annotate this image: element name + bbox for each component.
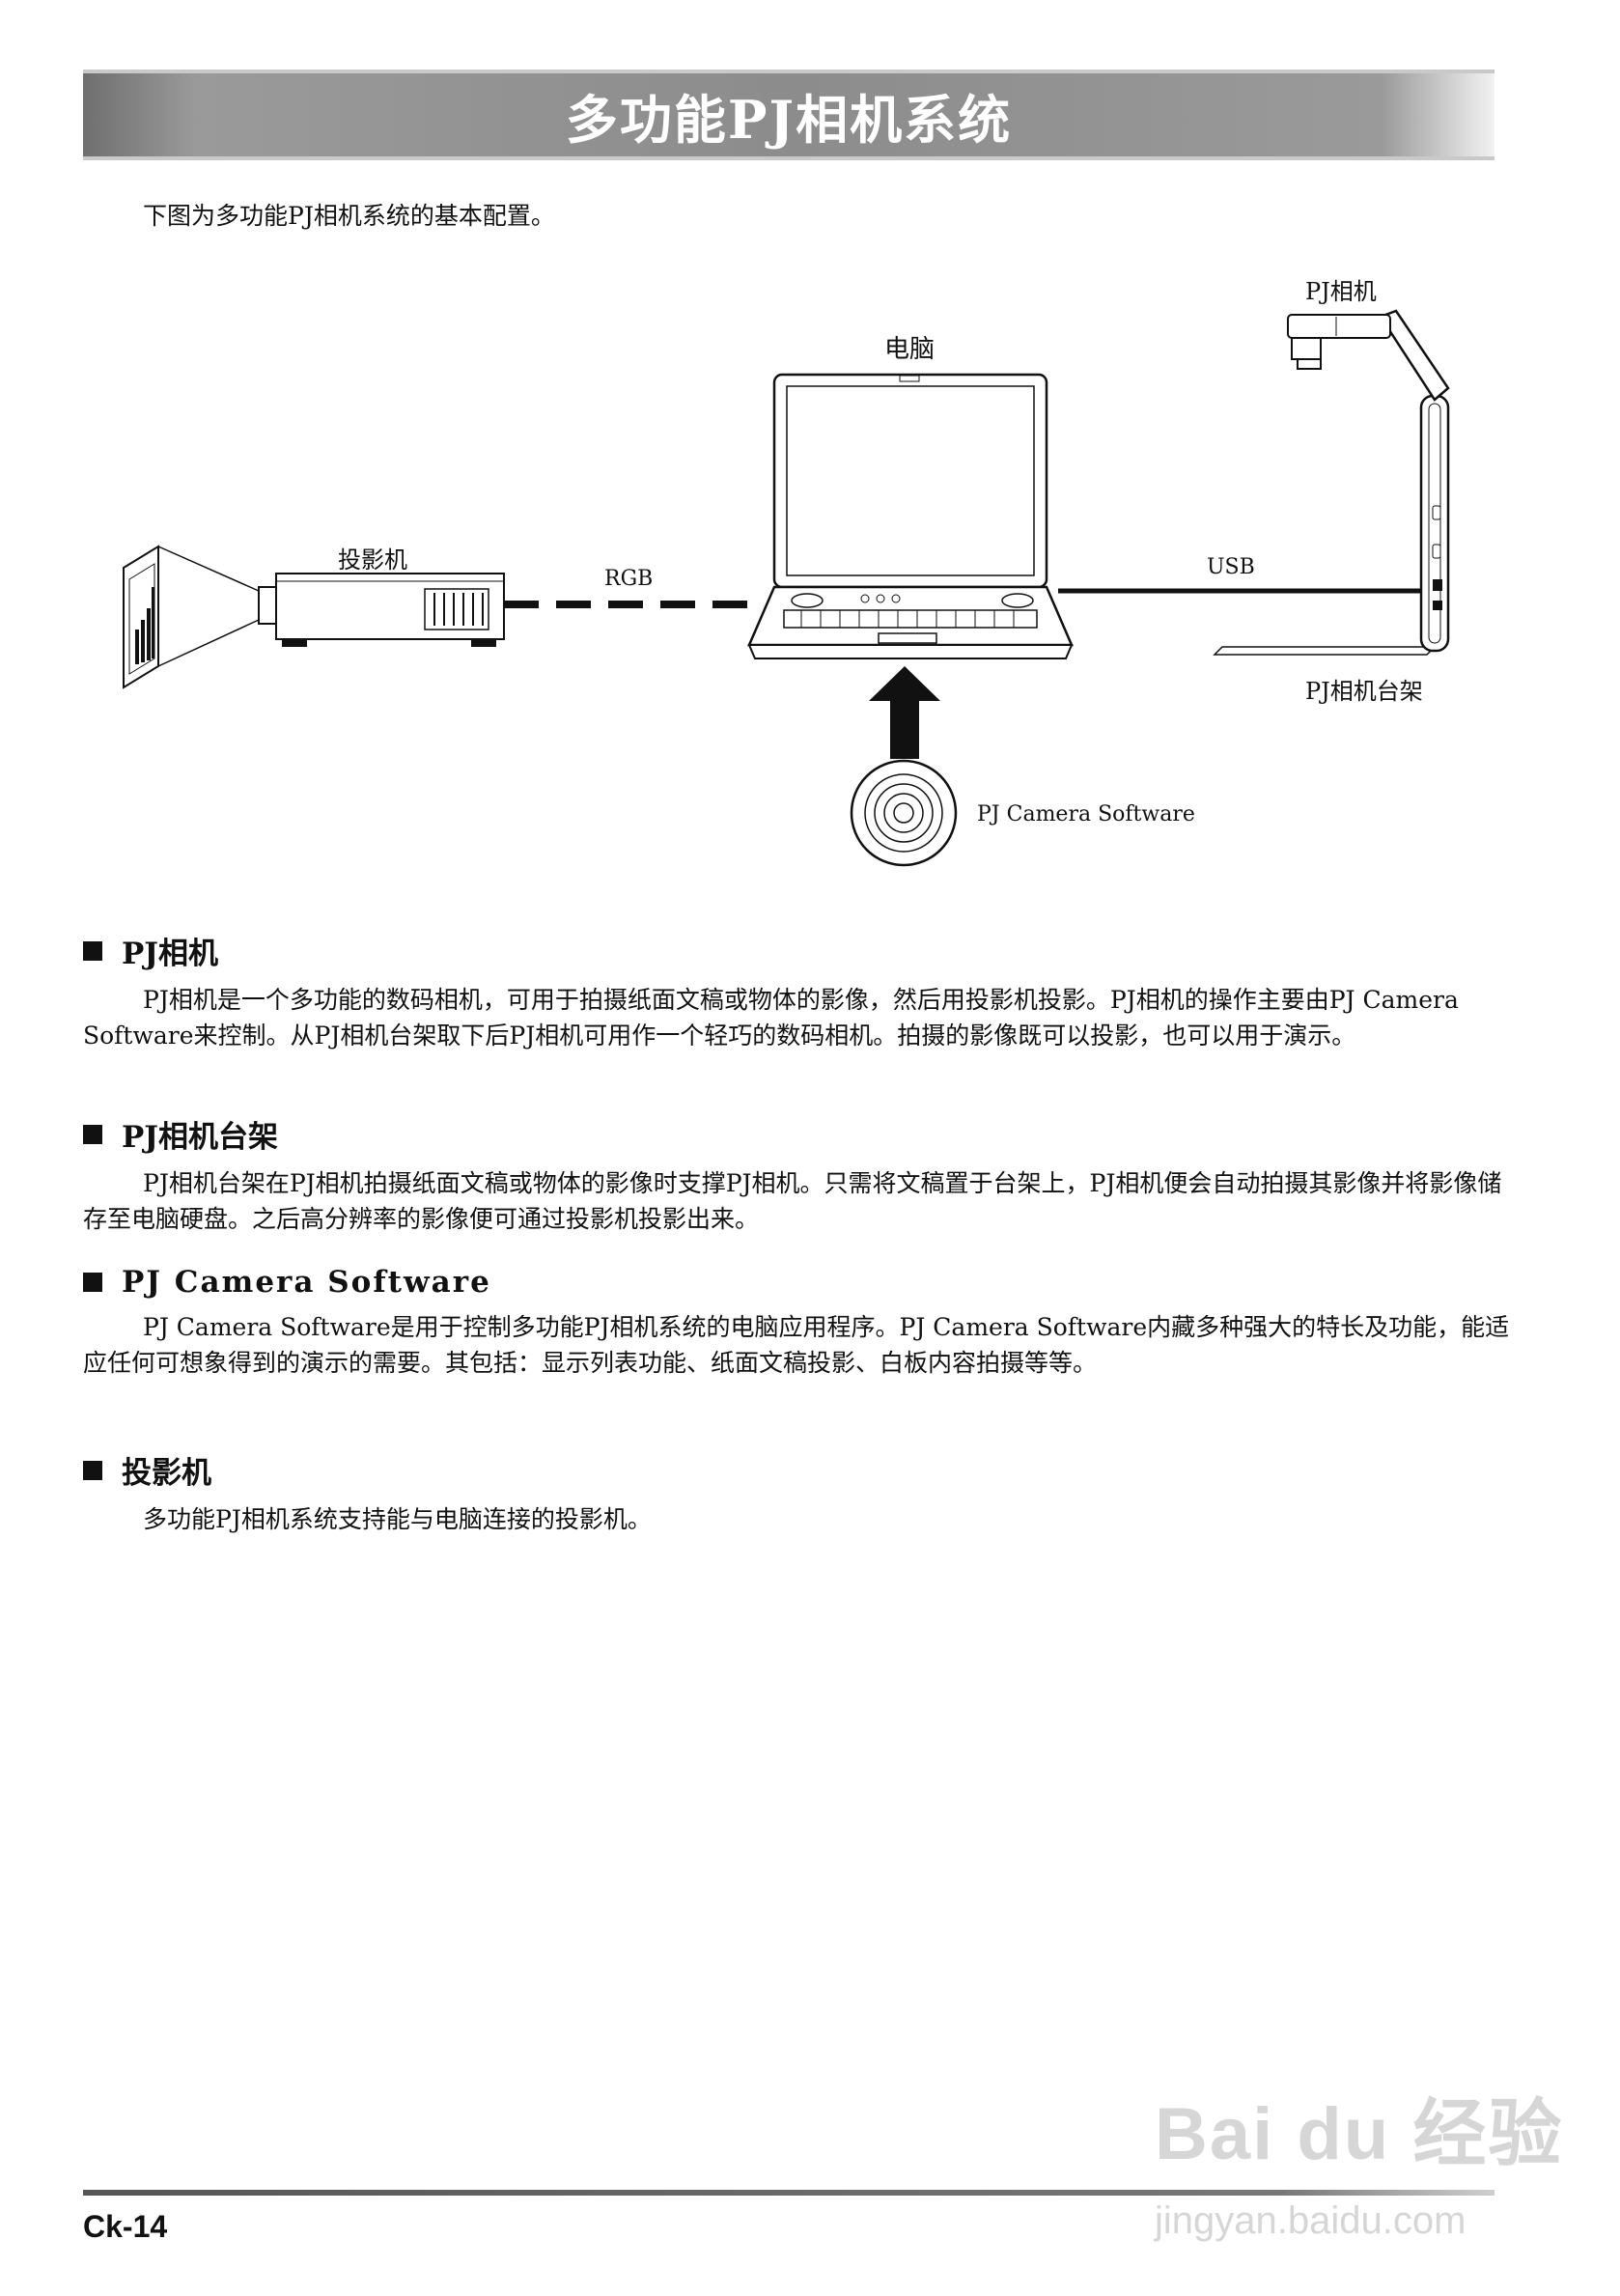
projection-screen-icon: [123, 545, 260, 689]
footer-rule: [83, 2190, 1494, 2196]
section-title: PJ相机台架: [122, 1120, 278, 1155]
pc-label: 电脑: [884, 335, 935, 364]
section-title: PJ相机: [122, 937, 218, 971]
square-bullet-icon: [83, 1273, 102, 1292]
square-bullet-icon: [83, 1124, 102, 1144]
section-pj-camera-software: PJ Camera Software PJ Camera Software是用于…: [83, 1265, 1512, 1381]
section-body: PJ相机是一个多功能的数码相机，可用于拍摄纸面文稿或物体的影像，然后用投影机投影…: [83, 986, 1459, 1050]
section-body: PJ Camera Software是用于控制多功能PJ相机系统的电脑应用程序。…: [83, 1313, 1510, 1377]
projector-label: 投影机: [338, 546, 407, 574]
section-body: 多功能PJ相机系统支持能与电脑连接的投影机。: [143, 1505, 652, 1533]
watermark-url: jingyan.baidu.com: [1155, 2199, 1466, 2242]
square-bullet-icon: [83, 940, 102, 961]
camera-label: PJ相机: [1305, 278, 1377, 305]
title-band: 多功能PJ相机系统: [83, 70, 1494, 160]
page-number: Ck-14: [83, 2209, 168, 2244]
section-heading: PJ相机台架: [83, 1112, 1512, 1156]
section-pj-camera: PJ相机 PJ相机是一个多功能的数码相机，可用于拍摄纸面文稿或物体的影像，然后用…: [83, 929, 1512, 1053]
software-label: PJ Camera Software: [977, 802, 1195, 826]
laptop-icon: [747, 373, 1074, 659]
section-body: PJ相机台架在PJ相机拍摄纸面文稿或物体的影像时支撑PJ相机。只需将文稿置于台架…: [83, 1169, 1502, 1233]
usb-label: USB: [1207, 555, 1255, 579]
section-pj-camera-stand: PJ相机台架 PJ相机台架在PJ相机拍摄纸面文稿或物体的影像时支撑PJ相机。只需…: [83, 1112, 1512, 1237]
section-projector: 投影机 多功能PJ相机系统支持能与电脑连接的投影机。: [83, 1448, 1512, 1537]
projector-icon: [258, 573, 505, 647]
arrow-up-icon: [869, 666, 940, 759]
system-diagram: 投影机 RGB 电脑 USB: [123, 278, 1450, 867]
section-title: 投影机: [122, 1456, 211, 1491]
section-heading: 投影机: [83, 1448, 1512, 1492]
stand-label: PJ相机台架: [1305, 678, 1423, 705]
section-heading: PJ相机: [83, 929, 1512, 972]
rgb-label: RGB: [604, 567, 653, 591]
page-title: 多功能PJ相机系统: [565, 88, 1013, 151]
software-disc-icon: [850, 759, 958, 867]
camera-stand-icon: [1213, 309, 1450, 656]
intro-text: 下图为多功能PJ相机系统的基本配置。: [143, 202, 555, 230]
pj-camera-icon: [1287, 314, 1391, 370]
section-heading: PJ Camera Software: [83, 1265, 1512, 1300]
section-title: PJ Camera Software: [122, 1265, 491, 1300]
watermark-brand: Bai du 经验: [1155, 2093, 1564, 2175]
square-bullet-icon: [83, 1460, 102, 1480]
